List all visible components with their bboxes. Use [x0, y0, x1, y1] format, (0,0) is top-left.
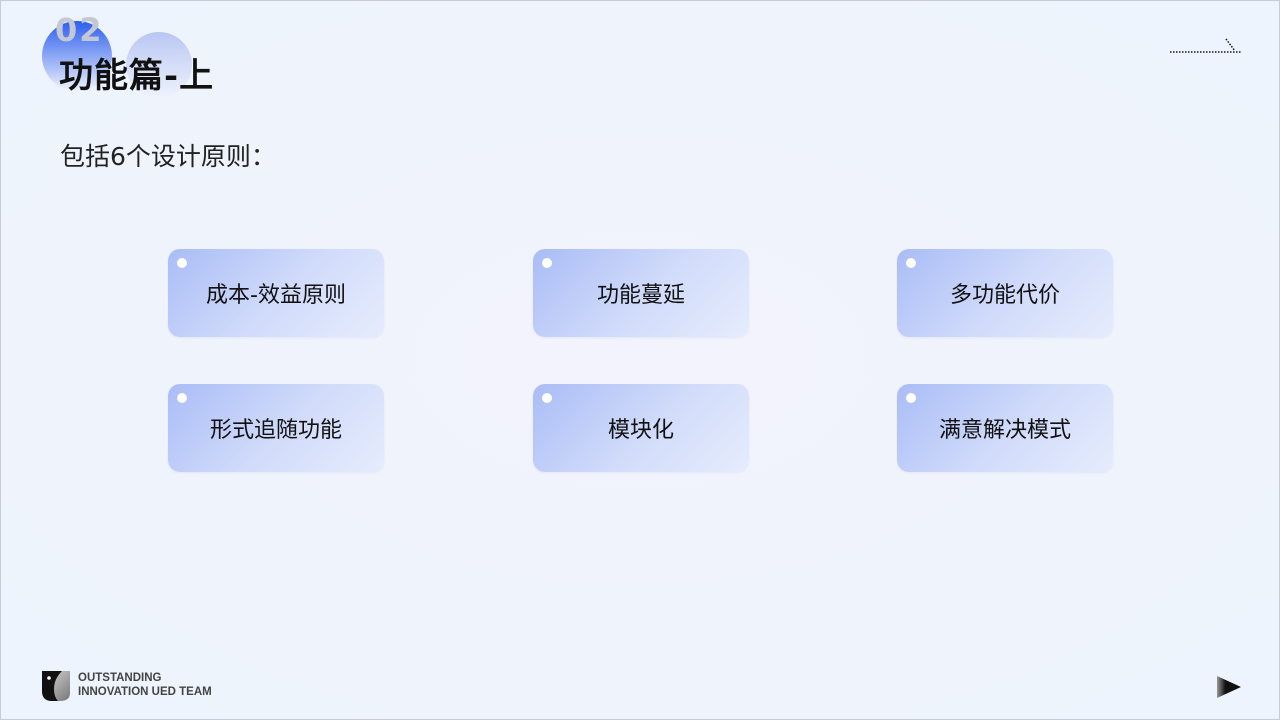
principle-card-satisficing[interactable]: 满意解决模式 [897, 384, 1113, 472]
team-line-2: INNOVATION UED TEAM [78, 686, 212, 698]
decorative-circle-blue [42, 21, 112, 91]
card-label: 满意解决模式 [938, 418, 1071, 443]
principle-card-cost-benefit[interactable]: 成本-效益原则 [168, 249, 384, 337]
team-line-1: OUTSTANDING [78, 672, 162, 684]
dotted-line-decoration-icon [1170, 38, 1241, 53]
team-name: OUTSTANDING INNOVATION UED TEAM [78, 671, 212, 699]
card-label: 功能蔓延 [596, 283, 685, 308]
principle-card-flexibility-tradeoff[interactable]: 多功能代价 [897, 249, 1113, 337]
card-dot [906, 393, 916, 403]
decorative-circle-light [126, 32, 192, 98]
card-label: 形式追随功能 [209, 418, 342, 443]
card-dot [177, 393, 187, 403]
card-dot [542, 393, 552, 403]
card-label: 模块化 [607, 418, 674, 443]
subtitle: 包括6个设计原则： [60, 142, 276, 171]
principle-card-modularity[interactable]: 模块化 [533, 384, 749, 472]
card-dot [542, 258, 552, 268]
card-label: 成本-效益原则 [206, 283, 346, 308]
card-dot [177, 258, 187, 268]
play-arrow-icon[interactable] [1215, 675, 1243, 699]
principle-card-feature-creep[interactable]: 功能蔓延 [533, 249, 749, 337]
page-title: 功能篇-上 [59, 56, 215, 96]
team-logo-icon [42, 671, 70, 701]
card-dot [906, 258, 916, 268]
section-number: 02 [55, 11, 104, 49]
principle-card-form-follows-function[interactable]: 形式追随功能 [168, 384, 384, 472]
card-label: 多功能代价 [949, 283, 1060, 308]
